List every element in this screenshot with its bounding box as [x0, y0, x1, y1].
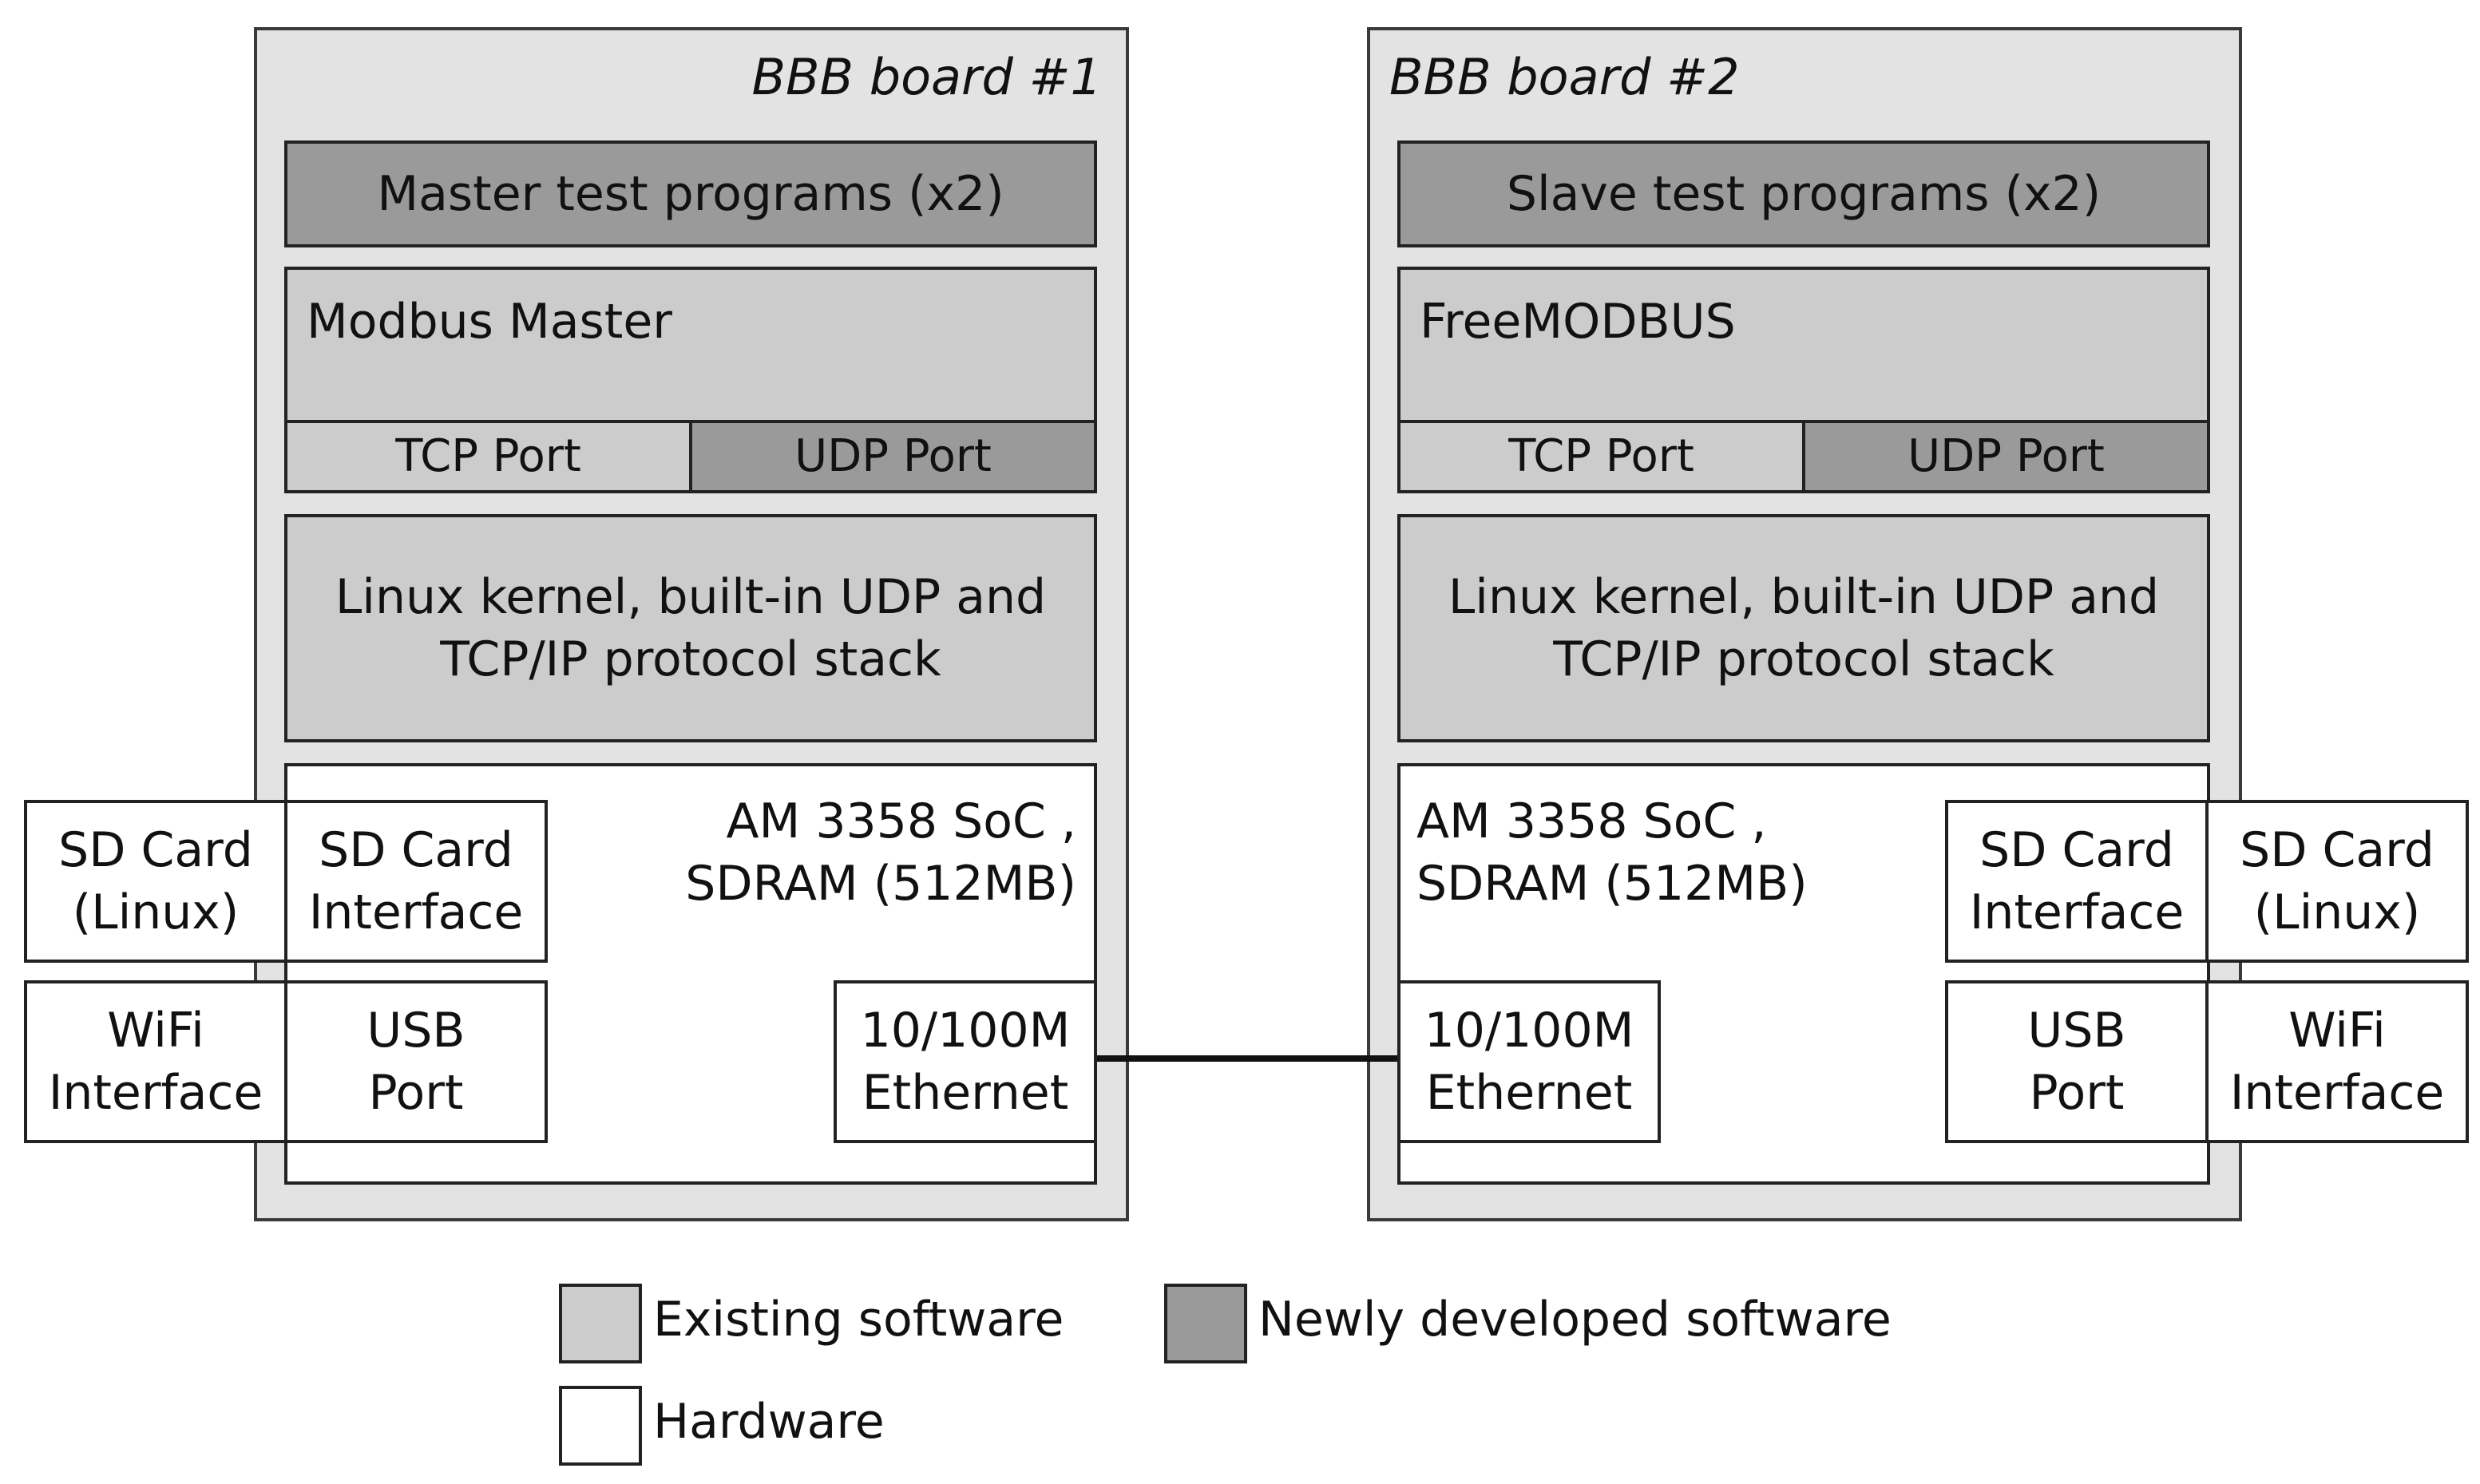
board-2-wifi-interface-label: WiFi Interface — [2229, 1003, 2445, 1121]
board-2-sd-card-label: SD Card (Linux) — [2240, 822, 2434, 940]
board-2-usb-port-label: USB Port — [2027, 1003, 2126, 1121]
board-2-ethernet: 10/100M Ethernet — [1397, 980, 1661, 1143]
legend-hardware-swatch — [559, 1386, 642, 1466]
modbus-master: Modbus Master — [284, 267, 1097, 423]
legend-existing-label: Existing software — [653, 1292, 1064, 1347]
board-1-sd-card-interface-label: SD Card Interface — [308, 822, 524, 940]
legend-hardware-label: Hardware — [653, 1394, 885, 1450]
board-2-title: BBB board #2 — [1389, 48, 1740, 106]
modbus-master-label: Modbus Master — [307, 294, 672, 350]
board-1-sd-card-interface: SD Card Interface — [284, 800, 548, 963]
board-1-tcp-port: TCP Port — [284, 420, 692, 493]
board-2-ethernet-label: 10/100M Ethernet — [1424, 1003, 1634, 1121]
board-2-wifi-interface: WiFi Interface — [2205, 980, 2469, 1143]
board-1-linux-kernel-label: Linux kernel, built-in UDP and TCP/IP pr… — [335, 569, 1047, 687]
board-1-usb-port-label: USB Port — [366, 1003, 465, 1121]
board-2-sd-card-interface: SD Card Interface — [1945, 800, 2209, 963]
board-2-udp-port: UDP Port — [1802, 420, 2210, 493]
freemodbus: FreeMODBUS — [1397, 267, 2210, 423]
legend-new-swatch — [1164, 1284, 1247, 1363]
board-1-sd-card-label: SD Card (Linux) — [58, 822, 253, 940]
master-test-programs: Master test programs (x2) — [284, 140, 1097, 247]
board-2-usb-port: USB Port — [1945, 980, 2209, 1143]
board-1-wifi-interface: WiFi Interface — [24, 980, 287, 1143]
board-1-usb-port: USB Port — [284, 980, 548, 1143]
board-1-udp-port: UDP Port — [689, 420, 1097, 493]
board-2-linux-kernel-label: Linux kernel, built-in UDP and TCP/IP pr… — [1448, 569, 2160, 687]
board-2-tcp-port: TCP Port — [1397, 420, 1805, 493]
board-1-wifi-interface-label: WiFi Interface — [48, 1003, 263, 1121]
freemodbus-label: FreeMODBUS — [1420, 294, 1736, 350]
board-1-soc-label: AM 3358 SoC , SDRAM (512MB) — [685, 793, 1076, 912]
board-2-sd-card: SD Card (Linux) — [2205, 800, 2469, 963]
board-1-sd-card: SD Card (Linux) — [24, 800, 287, 963]
board-1-linux-kernel: Linux kernel, built-in UDP and TCP/IP pr… — [284, 514, 1097, 742]
board-2-soc-label: AM 3358 SoC , SDRAM (512MB) — [1416, 793, 1808, 912]
board-2-sd-card-interface-label: SD Card Interface — [1969, 822, 2185, 940]
slave-test-programs: Slave test programs (x2) — [1397, 140, 2210, 247]
board-1-title: BBB board #1 — [751, 48, 1102, 106]
legend-existing-swatch — [559, 1284, 642, 1363]
board-2-linux-kernel: Linux kernel, built-in UDP and TCP/IP pr… — [1397, 514, 2210, 742]
legend-new-label: Newly developed software — [1258, 1292, 1892, 1347]
ethernet-link — [1097, 1055, 1397, 1062]
board-1-ethernet: 10/100M Ethernet — [834, 980, 1097, 1143]
board-1-ethernet-label: 10/100M Ethernet — [860, 1003, 1071, 1121]
